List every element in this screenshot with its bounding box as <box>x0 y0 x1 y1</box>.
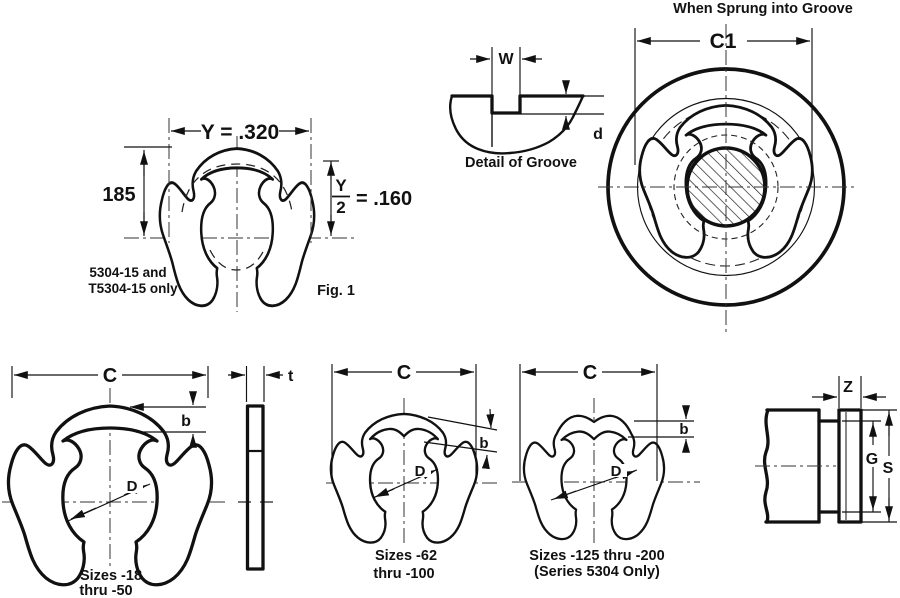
fig1-dim-185: 185 <box>102 146 172 236</box>
fig1-sprung-position-dashed-arc <box>181 163 293 213</box>
clip-small-size-line2: thru -50 <box>79 583 132 598</box>
thickness-dim-t-label: t <box>288 368 294 385</box>
fig1-caption: Fig. 1 <box>317 283 355 299</box>
shaft-break-edge <box>762 408 770 524</box>
clip-mid-dim-d: D <box>372 463 439 499</box>
clip-mid-dim-b: b <box>423 408 498 470</box>
shaft-end-cap <box>837 408 863 524</box>
groove-shaft-break-outline <box>449 95 585 155</box>
clip-small-dim-d-label: D <box>127 478 138 495</box>
clip-large-group: C b D Sizes -125 thru -200 (Series 5304 … <box>512 362 700 580</box>
clip-mid-dim-d-label: D <box>415 463 426 480</box>
thickness-group: t <box>228 366 294 571</box>
clip-large-dim-b-mask <box>676 422 693 436</box>
fig1-frac-equals: = .160 <box>356 188 412 210</box>
fig1-dim-185-label: 185 <box>102 184 135 206</box>
thickness-dim-t: t <box>228 366 294 402</box>
sprung-title: When Sprung into Groove <box>673 1 853 17</box>
shaft-dim-z: Z <box>812 376 886 408</box>
shaft-dim-s: S <box>862 409 897 523</box>
clip-large-size-line1: Sizes -125 thru -200 <box>529 548 664 564</box>
groove-dim-w: W <box>470 47 542 95</box>
clip-large-dim-b-label: b <box>679 421 688 438</box>
shaft-dim-z-label: Z <box>843 379 853 396</box>
sprung-dim-c1-label: C1 <box>710 30 737 53</box>
groove-dim-w-label: W <box>498 51 514 68</box>
fig1-frac-numerator: Y <box>335 176 347 195</box>
clip-small-dim-b-label: b <box>181 413 191 430</box>
clip-mid-dim-c-label: C <box>397 362 411 384</box>
clip-mid-dim-d-mask <box>410 464 431 477</box>
fig1-note-line2: T5304-15 only <box>88 281 178 296</box>
groove-dim-d-label: d <box>593 126 603 143</box>
clip-mid-size-line1: Sizes -62 <box>375 548 437 564</box>
clip-large-dim-d-mask <box>606 464 627 477</box>
shaft-dim-g: G <box>842 420 881 513</box>
clip-mid-size-line2: thru -100 <box>373 566 434 582</box>
fig1-frac-denominator: 2 <box>336 198 345 217</box>
clip-small-dim-d: D <box>67 478 151 522</box>
fig1-group: Y = .320 185 Y 2 = .160 5304-15 and T530… <box>88 118 412 312</box>
clip-large-dim-d: D <box>550 463 638 501</box>
clip-large-dim-c-label: C <box>583 362 597 384</box>
sprung-group: When Sprung into Groove C1 <box>598 1 856 334</box>
fig1-dashed-arc-bottom <box>209 249 265 271</box>
clip-small-dim-c-label: C <box>103 365 117 387</box>
fig1-note-line1: 5304-15 and <box>89 265 166 280</box>
clip-small-size-line1: Sizes -18 <box>80 568 142 584</box>
shaft-dim-s-label: S <box>883 460 894 477</box>
thickness-section-outline <box>245 404 265 571</box>
sprung-dim-c1: C1 <box>634 28 813 165</box>
shaft-dim-g-label: G <box>866 451 878 468</box>
clip-mid-dim-c: C <box>331 362 477 482</box>
clip-small-dim-b: b <box>130 391 206 448</box>
fig1-dim-y-half: Y 2 = .160 <box>323 160 412 236</box>
groove-dim-d: d <box>520 80 604 143</box>
clip-large-dim-b: b <box>628 405 694 453</box>
clip-mid-dim-b-label: b <box>479 435 488 452</box>
clip-small-group: C b D Sizes -18 thru -50 <box>2 365 228 598</box>
groove-detail-caption: Detail of Groove <box>465 155 577 171</box>
clip-large-dim-d-label: D <box>611 463 622 480</box>
clip-small-dim-d-mask <box>121 479 143 493</box>
shaft-view-group: Z G S <box>755 376 897 524</box>
fig1-dim-y-label: Y = .320 <box>201 121 279 144</box>
clip-large-dim-c: C <box>519 362 658 481</box>
groove-profile <box>450 94 585 115</box>
groove-detail-group: W d Detail of Groove <box>449 47 604 171</box>
clip-large-size-line2: (Series 5304 Only) <box>534 564 660 580</box>
fig1-dim-y: Y = .320 <box>168 118 312 243</box>
clip-mid-group: C b D Sizes -62 thru -100 <box>326 362 500 582</box>
clip-small-dim-c: C <box>11 365 209 398</box>
